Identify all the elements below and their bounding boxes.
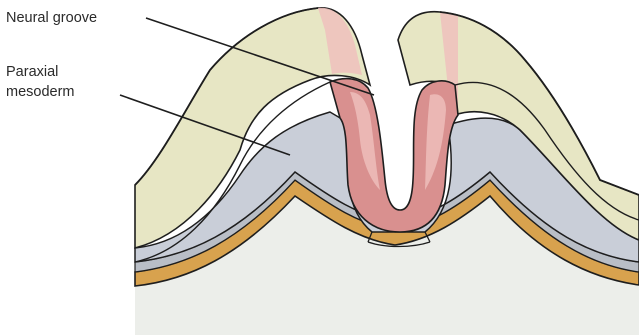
paraxial-mesoderm-label-line2: mesoderm [6,84,75,100]
paraxial-mesoderm-label-line1: Paraxial [6,64,58,80]
neural-groove-label: Neural groove [6,10,97,26]
